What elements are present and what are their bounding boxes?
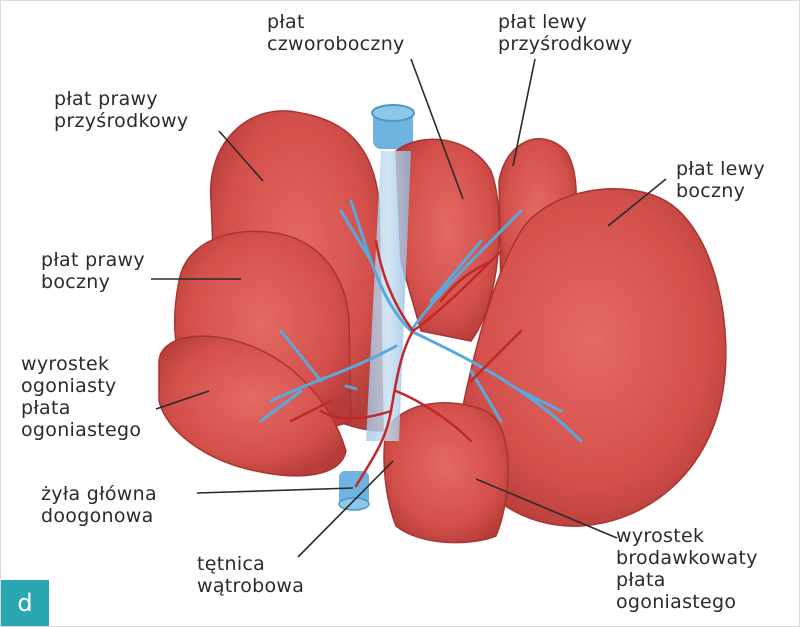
- hepatic-arteries: [289, 239, 523, 488]
- label-left-medial-lobe: płat lewy przyśrodkowy: [498, 11, 633, 55]
- label-right-medial-lobe: płat prawy przyśrodkowy: [54, 88, 189, 132]
- label-caudate-process: wyrostek ogoniasty płata ogoniastego: [21, 353, 142, 441]
- portal-veins: [259, 199, 583, 443]
- label-right-lateral-lobe: płat prawy boczny: [41, 249, 145, 293]
- papillary-process: [383, 402, 509, 544]
- label-papillary-process: wyrostek brodawkowaty płata ogoniastego: [616, 525, 758, 613]
- label-hepatic-artery: tętnica wątrobowa: [197, 553, 305, 597]
- quadrate-lobe: [395, 138, 500, 342]
- label-quadrate-lobe: płat czworoboczny: [267, 11, 405, 55]
- label-left-lateral-lobe: płat lewy boczny: [676, 158, 766, 202]
- leader-lines: [151, 58, 667, 558]
- vena-cava-top: [371, 104, 415, 149]
- panel-letter-badge: d: [1, 580, 49, 626]
- label-caudal-vena-cava: żyła główna doogonowa: [41, 483, 157, 527]
- caudate-process: [158, 335, 347, 477]
